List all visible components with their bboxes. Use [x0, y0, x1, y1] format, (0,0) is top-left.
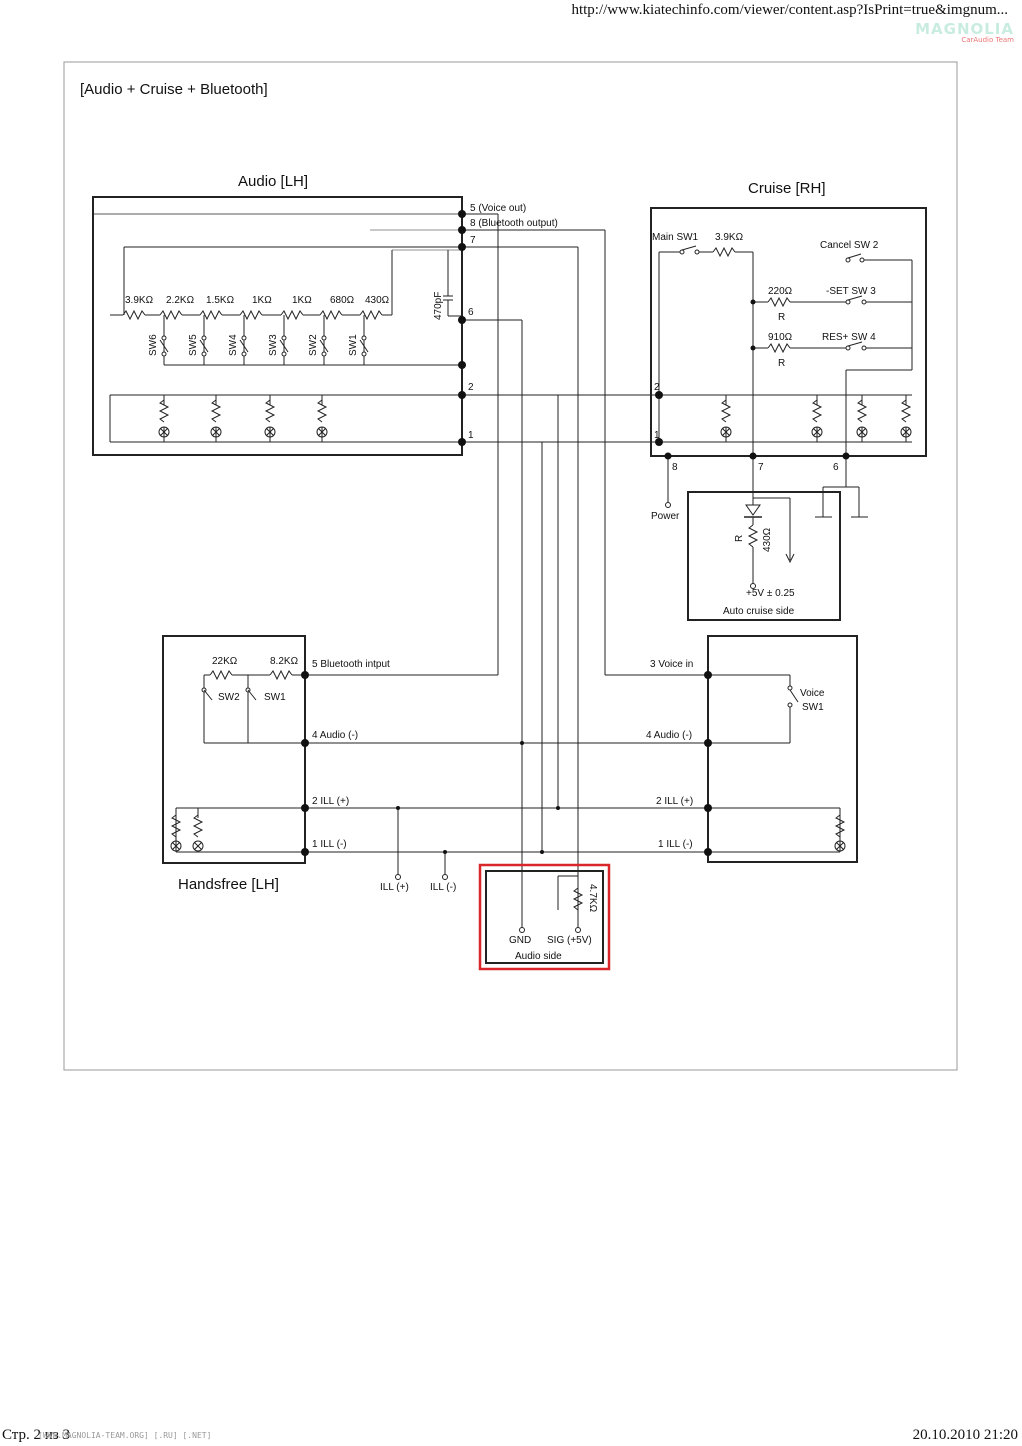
audio-title: Audio [LH]: [238, 173, 308, 190]
cruise-res-label: RES+ SW 4: [822, 332, 876, 343]
power-label: Power: [651, 511, 680, 522]
audio-pin6-label: 6: [468, 307, 474, 318]
audio-pin8-label: 8 (Bluetooth output): [470, 218, 558, 229]
audio-side-highlight: [478, 863, 611, 971]
handsfree-r82k-label: 8.2KΩ: [270, 656, 299, 667]
cruise-pin2-label: 2: [654, 382, 660, 393]
autocruise-ohm-label: 430Ω: [762, 527, 773, 552]
cruise-pin6-label: 6: [833, 462, 839, 473]
audio-pin5-label: 5 (Voice out): [470, 203, 526, 214]
ill-minus-label: ILL (-): [430, 882, 456, 893]
cruise-pin8-label: 8: [672, 462, 678, 473]
audioside-label: Audio side: [515, 951, 562, 962]
audio-resistor-labels: 3.9KΩ 2.2KΩ 1.5KΩ 1KΩ 1KΩ 680Ω 430Ω: [125, 295, 390, 306]
cruise-main-res-label: 3.9KΩ: [715, 232, 744, 243]
diagram-frame: [63, 61, 958, 1071]
ill-plus-label: ILL (+): [380, 882, 409, 893]
audio-switch-label: SW6: [148, 334, 159, 356]
audio-res-label: 1KΩ: [252, 295, 272, 306]
handsfree-r22k-label: 22KΩ: [212, 656, 238, 667]
print-datetime: 20.10.2010 21:20: [912, 1427, 1018, 1443]
autocruise-side-label: Auto cruise side: [723, 606, 795, 617]
audio-pin1-label: 1: [468, 430, 474, 441]
voice-pin3-label: 3 Voice in: [650, 659, 693, 670]
audio-switch-label: SW3: [268, 334, 279, 356]
cruise-cancel-label: Cancel SW 2: [820, 240, 879, 251]
audio-cap-label: 470pF: [433, 292, 444, 320]
page-url: http://www.kiatechinfo.com/viewer/conten…: [571, 2, 1008, 18]
cruise-r220-label: 220Ω: [768, 286, 793, 297]
cruise-r-label: R: [778, 312, 785, 323]
audio-switch-label: SW2: [308, 334, 319, 356]
autocruise-supply-label: +5V ± 0.25: [746, 588, 795, 599]
cruise-r910-label: 910Ω: [768, 332, 793, 343]
audio-pin2-label: 2: [468, 382, 474, 393]
audio-res-label: 2.2KΩ: [166, 295, 195, 306]
handsfree-pin1-label: 1 ILL (-): [312, 839, 347, 850]
audio-pin7-label: 7: [470, 235, 476, 246]
audio-switch-label: SW1: [348, 334, 359, 356]
handsfree-pin4-label: 4 Audio (-): [312, 730, 358, 741]
audio-res-label: 1.5KΩ: [206, 295, 235, 306]
handsfree-sw2-label: SW2: [218, 692, 240, 703]
voice-pin4-label: 4 Audio (-): [646, 730, 692, 741]
cruise-r-label: R: [778, 358, 785, 369]
voice-sw1-label: SW1: [802, 702, 824, 713]
cruise-main-switch-label: Main SW1: [652, 232, 699, 243]
handsfree-title: Handsfree [LH]: [178, 876, 279, 893]
audioside-res-label: 4.7KΩ: [587, 884, 598, 913]
cruise-title: Cruise [RH]: [748, 180, 826, 197]
audio-switch-label: SW5: [188, 334, 199, 356]
handsfree-sw1-label: SW1: [264, 692, 286, 703]
cruise-set-label: -SET SW 3: [826, 286, 876, 297]
gnd-label: GND: [509, 935, 531, 946]
diagram-title: [Audio + Cruise + Bluetooth]: [80, 81, 268, 98]
voice-pin1-label: 1 ILL (-): [658, 839, 693, 850]
audio-res-label: 430Ω: [365, 295, 390, 306]
cruise-pin7-label: 7: [758, 462, 764, 473]
voice-switch-label: Voice: [800, 688, 825, 699]
brand-tagline: CarAudio Team: [961, 36, 1014, 44]
brand-watermark: MAGNOLIA CarAudio Team: [915, 22, 1014, 44]
site-watermark: [WWW.MAGNOLIA-TEAM.ORG] [.RU] [.NET]: [38, 1431, 212, 1440]
brand-name: MAGNOLIA: [915, 20, 1014, 38]
cruise-pin1-label: 1: [654, 430, 660, 441]
audio-res-label: 3.9KΩ: [125, 295, 154, 306]
audio-res-label: 1KΩ: [292, 295, 312, 306]
audio-res-label: 680Ω: [330, 295, 355, 306]
handsfree-pin2-label: 2 ILL (+): [312, 796, 349, 807]
voice-pin2-label: 2 ILL (+): [656, 796, 693, 807]
autocruise-r-label: R: [734, 535, 745, 542]
audio-switch-label: SW4: [228, 334, 239, 356]
page-number: Стр. 2 из 3: [2, 1427, 70, 1443]
handsfree-pin5-label: 5 Bluetooth intput: [312, 659, 390, 670]
sig-label: SIG (+5V): [547, 935, 592, 946]
